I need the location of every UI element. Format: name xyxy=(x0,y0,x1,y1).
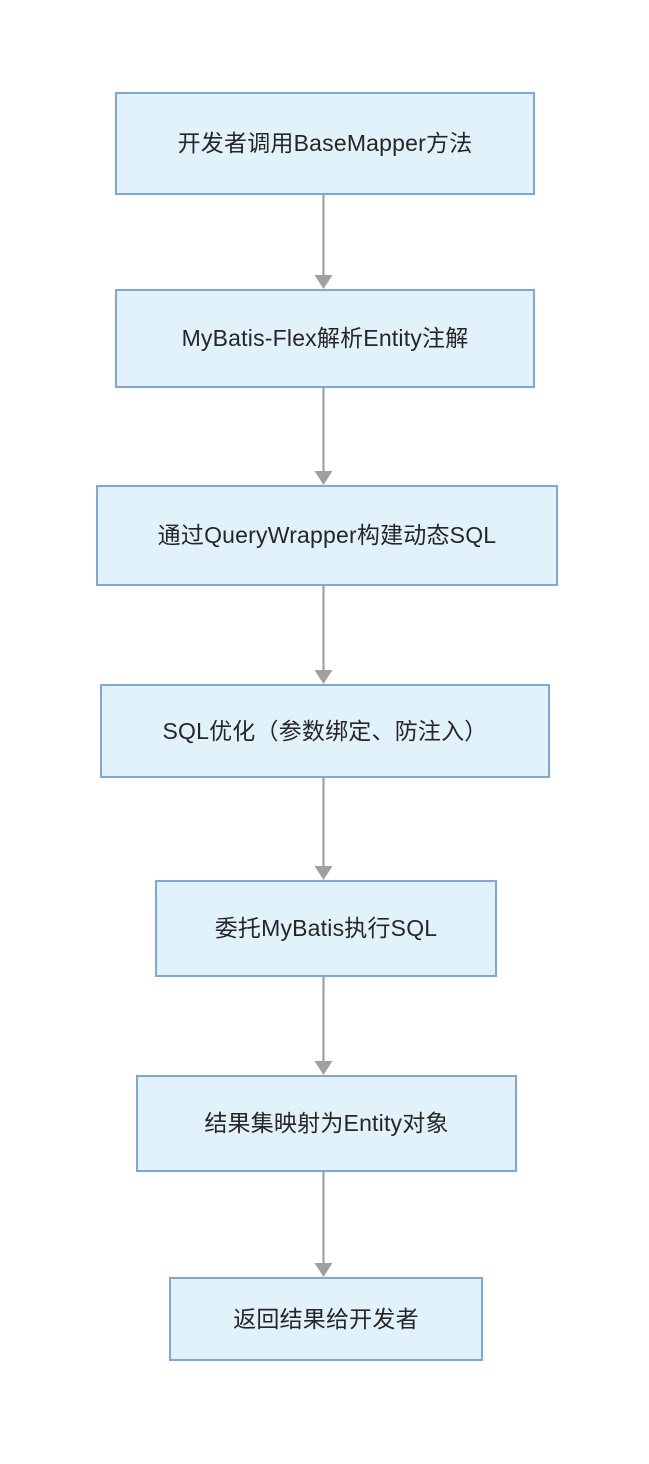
flowchart-node-delegate-mybatis-execute[interactable]: 委托MyBatis执行SQL xyxy=(155,880,497,977)
flowchart-connector-3 xyxy=(314,586,333,684)
arrowhead-down-icon xyxy=(314,1263,333,1277)
flowchart-node-build-dynamic-sql[interactable]: 通过QueryWrapper构建动态SQL xyxy=(96,485,558,586)
flowchart-node-return-result-to-developer[interactable]: 返回结果给开发者 xyxy=(169,1277,483,1361)
flowchart-node-map-resultset-to-entity[interactable]: 结果集映射为Entity对象 xyxy=(136,1075,517,1172)
connector-line xyxy=(322,388,325,471)
node-label: 通过QueryWrapper构建动态SQL xyxy=(157,522,497,549)
flowchart-connector-1 xyxy=(314,195,333,289)
connector-line xyxy=(322,1172,325,1263)
arrowhead-down-icon xyxy=(314,670,333,684)
flowchart-connector-5 xyxy=(314,977,333,1075)
connector-line xyxy=(322,195,325,275)
connector-line xyxy=(322,778,325,866)
node-label: 结果集映射为Entity对象 xyxy=(204,1110,449,1137)
arrowhead-down-icon xyxy=(314,275,333,289)
flowchart-connector-4 xyxy=(314,778,333,880)
arrowhead-down-icon xyxy=(314,866,333,880)
flowchart-connector-6 xyxy=(314,1172,333,1277)
node-label: SQL优化（参数绑定、防注入） xyxy=(162,717,488,744)
connector-line xyxy=(322,977,325,1061)
flowchart-connector-2 xyxy=(314,388,333,485)
flowchart-node-developer-calls-basemapper[interactable]: 开发者调用BaseMapper方法 xyxy=(115,92,535,195)
node-label: 返回结果给开发者 xyxy=(233,1305,419,1332)
node-label: 开发者调用BaseMapper方法 xyxy=(177,130,473,157)
arrowhead-down-icon xyxy=(314,1061,333,1075)
arrowhead-down-icon xyxy=(314,471,333,485)
connector-line xyxy=(322,586,325,670)
flowchart-node-parse-entity-annotations[interactable]: MyBatis-Flex解析Entity注解 xyxy=(115,289,535,388)
flowchart-node-sql-optimization[interactable]: SQL优化（参数绑定、防注入） xyxy=(100,684,550,778)
node-label: 委托MyBatis执行SQL xyxy=(214,915,438,942)
node-label: MyBatis-Flex解析Entity注解 xyxy=(181,325,469,352)
